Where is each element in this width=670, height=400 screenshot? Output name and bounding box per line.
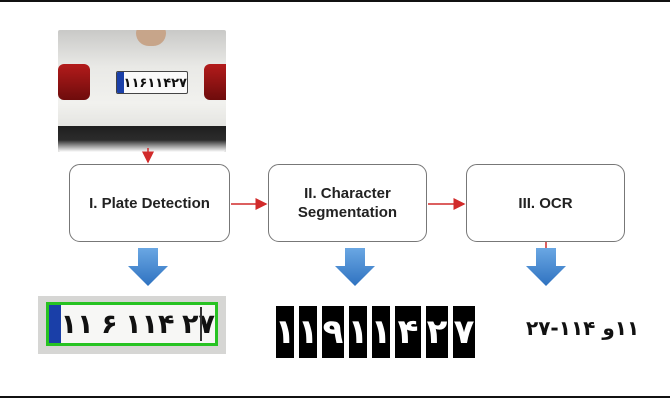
segmented-character: ۱ [348, 306, 368, 358]
car-plate-digits: ۱۱۶۱۱۴۲۷ [123, 75, 187, 90]
character-segmentation-box: II. Character Segmentation [268, 164, 427, 242]
ocr-label: III. OCR [518, 194, 573, 212]
photo-fade [58, 140, 226, 152]
down-arrow-segmentation [335, 248, 375, 286]
car-license-plate: ۱۱۶۱۱۴۲۷ [116, 71, 188, 94]
car-rear-photo: ۱۱۶۱۱۴۲۷ [58, 30, 226, 152]
segmented-character: ۹ [322, 306, 344, 358]
segmented-character: ۱ [298, 306, 318, 358]
character-segmentation-label-line1: II. Character [304, 185, 391, 202]
ocr-box: III. OCR [466, 164, 625, 242]
detection-bounding-box: ۱۱ ۶ ۱۱۴ ۲۷ [46, 302, 218, 346]
hand-shape [136, 30, 166, 46]
bottom-rule [0, 396, 670, 398]
segmented-character: ۱ [275, 306, 295, 358]
right-taillight [204, 64, 226, 100]
detected-plate-digits: ۱۱ ۶ ۱۱۴ ۲۷ [60, 309, 215, 339]
character-segmentation-label-line2: Segmentation [297, 204, 398, 221]
segmented-character: ۱ [371, 306, 391, 358]
down-arrow-detection [128, 248, 168, 286]
down-arrow-ocr [526, 248, 566, 286]
plate-divider [200, 307, 202, 341]
plate-detection-label: I. Plate Detection [89, 194, 210, 212]
plate-blue-strip [117, 72, 124, 93]
segmented-character: ۲ [426, 306, 448, 358]
top-rule [0, 0, 670, 2]
left-taillight [58, 64, 90, 100]
detected-plate-image: ۱۱ ۶ ۱۱۴ ۲۷ [38, 296, 226, 354]
plate-detection-box: I. Plate Detection [69, 164, 230, 242]
segmented-character: ۴ [395, 306, 421, 358]
ocr-output-text: ۱۱و ۱۱۴-۲۷ [526, 316, 640, 340]
detected-plate-blue-strip [49, 305, 61, 343]
segmented-character: ۷ [453, 306, 475, 358]
